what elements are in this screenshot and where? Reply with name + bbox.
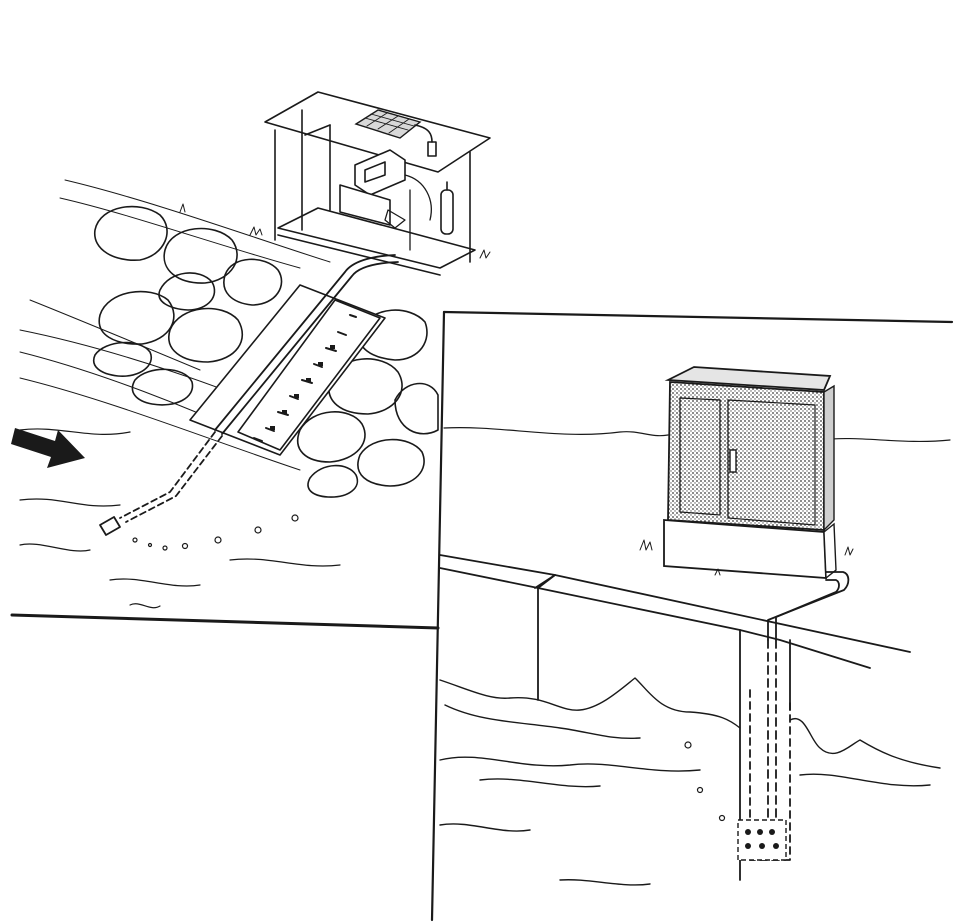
plinth-grass [639, 539, 854, 576]
gas-cylinder-icon [414, 124, 454, 235]
shelter-cables [384, 174, 432, 251]
inset-frame [430, 310, 954, 922]
embankment-scene [10, 179, 440, 630]
slope-hatching [19, 179, 331, 471]
scene-divider-line [10, 613, 440, 630]
arrow-right-down-icon [11, 428, 85, 468]
wall-cable [749, 571, 850, 861]
solar-panel-icon [354, 109, 422, 139]
cobblestones-left [93, 205, 283, 406]
water-waves-right [439, 677, 941, 886]
grass-tufts [179, 203, 491, 259]
pressure-sensor [737, 819, 787, 861]
water-lines-left [19, 428, 341, 609]
sensor-pipe [99, 254, 399, 536]
equipment-cabinet-icon [663, 366, 837, 580]
wall-scene [430, 310, 954, 922]
data-logger [339, 149, 406, 226]
air-bubbles-left [132, 514, 299, 551]
air-bubbles-right [684, 741, 726, 822]
cobblestones-right [297, 309, 439, 498]
instrument-shelter [179, 91, 491, 276]
